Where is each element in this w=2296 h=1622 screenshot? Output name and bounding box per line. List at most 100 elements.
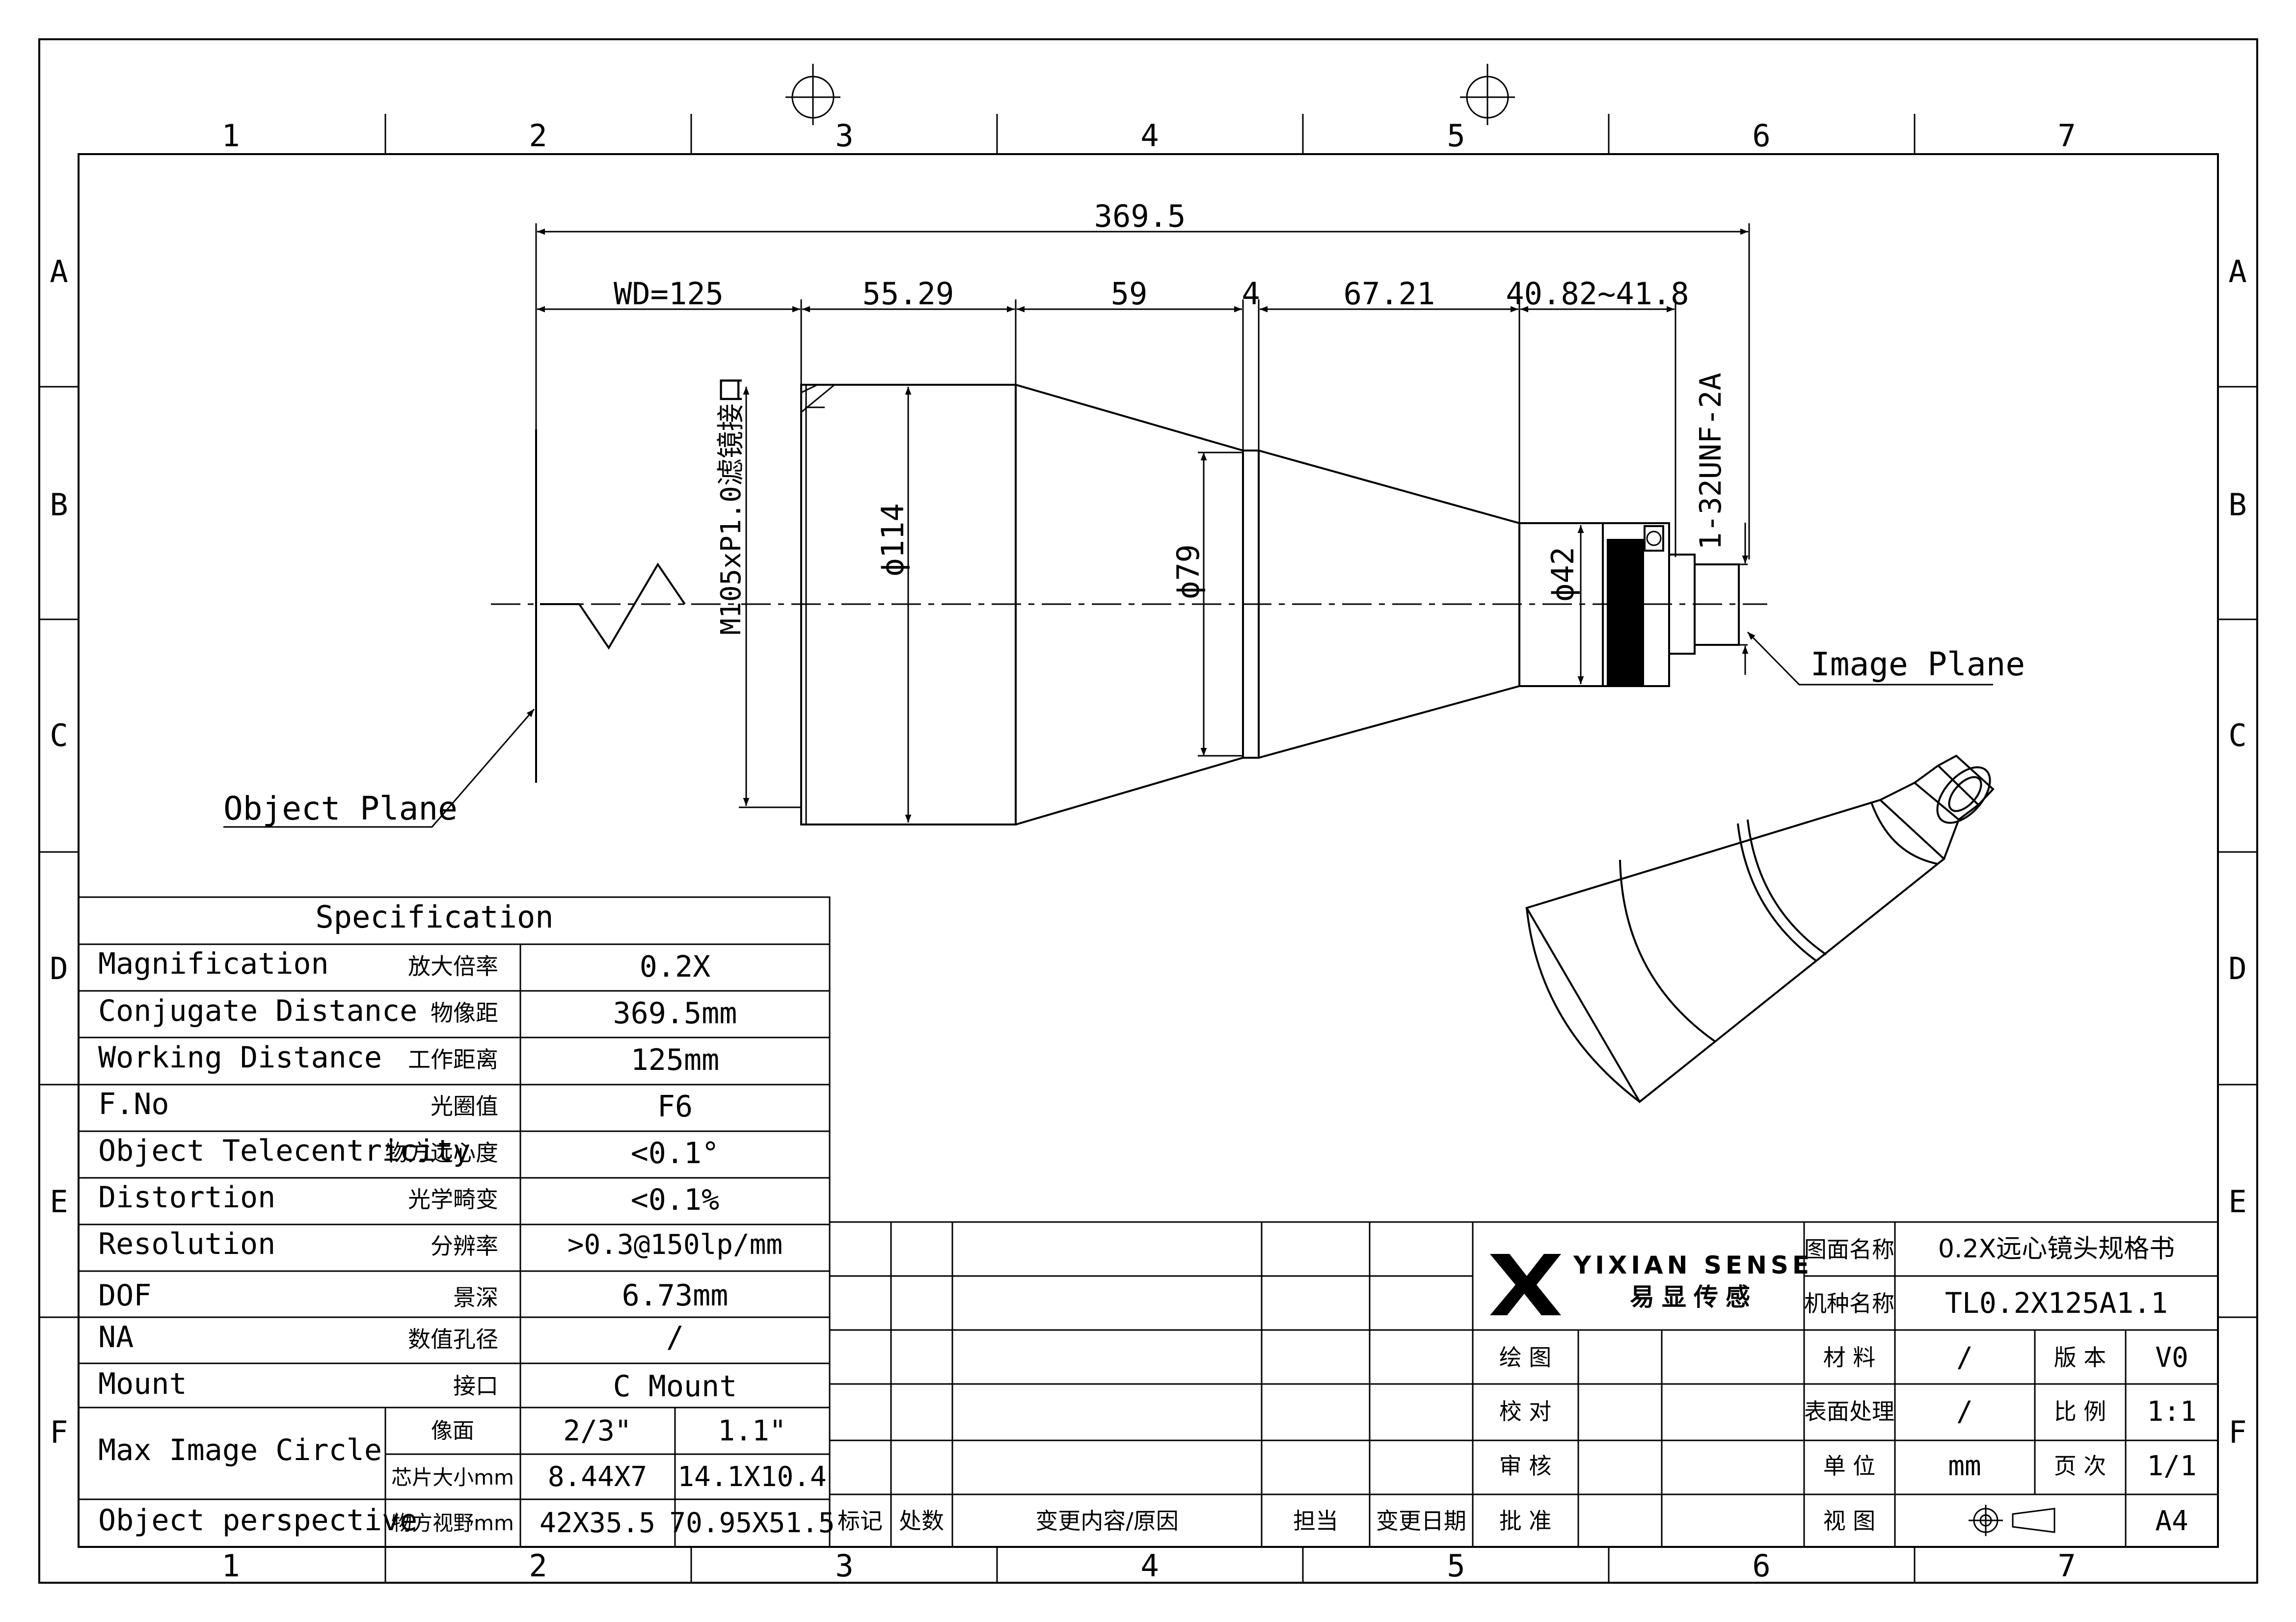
surface-label: 表面处理 [1804, 1398, 1894, 1425]
spec-value: / [666, 1320, 684, 1355]
svg-text:1: 1 [221, 118, 240, 154]
spec-cn-label: 数值孔径 [408, 1326, 498, 1353]
page-value: 1/1 [2147, 1450, 2196, 1482]
spec-value: >0.3@150lp/mm [567, 1229, 783, 1261]
spec-value: 0.2X [640, 950, 711, 984]
image-plane-label: Image Plane [1810, 645, 2025, 683]
surface-value: / [1956, 1396, 1973, 1428]
revision-headers: 标记 处数 变更内容/原因 担当 变更日期 [837, 1508, 1466, 1534]
material-value: / [1956, 1342, 1973, 1374]
dim-59: 59 [1111, 276, 1148, 312]
dim-working-distance: WD=125 [614, 276, 724, 312]
spec-en-label: Distortion [98, 1180, 275, 1215]
image-circle-value: 2/3" [563, 1414, 632, 1447]
spec-en-label: NA [98, 1320, 134, 1355]
dimension-lines [223, 223, 1993, 828]
spec-cn-label: 接口 [453, 1373, 498, 1399]
rear-thread-label: 1-32UNF-2A [1694, 372, 1728, 550]
dim-overall: 369.5 [1094, 198, 1186, 234]
paper-size: A4 [2155, 1505, 2188, 1537]
spec-cn-label: 工作距离 [408, 1046, 498, 1073]
svg-text:变更内容/原因: 变更内容/原因 [1035, 1508, 1179, 1534]
unit-value: mm [1948, 1450, 1981, 1482]
unit-label: 单 位 [1823, 1453, 1876, 1479]
svg-text:处数: 处数 [899, 1508, 944, 1534]
svg-text:D: D [50, 951, 68, 986]
object-perspective-cn: 物方视野mm [391, 1511, 514, 1535]
object-perspective-label: Object perspective [98, 1503, 417, 1538]
dim-dia-42: ϕ42 [1545, 547, 1581, 602]
spec-en-label: Working Distance [98, 1040, 382, 1075]
dim-dia-114: ϕ114 [875, 503, 911, 576]
svg-text:1: 1 [221, 1548, 240, 1584]
spec-en-label: Conjugate Distance [98, 994, 417, 1028]
version-value: V0 [2155, 1342, 2188, 1374]
sensor-size-value: 14.1X10.4 [677, 1461, 826, 1493]
dimension-texts: 369.5 WD=125 55.29 59 4 67.21 40.82~41.8… [223, 198, 2025, 827]
scale-value: 1:1 [2147, 1396, 2196, 1428]
sensor-size-cn: 芯片大小mm [391, 1465, 514, 1489]
spec-cn-label: 光学畸变 [408, 1186, 498, 1213]
spec-cn-label: 光圈值 [431, 1093, 498, 1119]
row-labels-left: A B C D E F [50, 254, 68, 1450]
title-block-grid [1473, 1221, 2218, 1547]
svg-text:变更日期: 变更日期 [1376, 1508, 1466, 1534]
column-labels-top: 1 2 3 4 5 6 7 [221, 118, 2076, 154]
spec-value: <0.1° [631, 1136, 720, 1170]
sensor-size-value: 8.44X7 [548, 1461, 647, 1493]
object-perspective-value: 70.95X51.5 [669, 1507, 835, 1539]
image-plane-cn: 像面 [431, 1418, 474, 1443]
spec-cn-label: 景深 [453, 1284, 498, 1311]
model-label: 机种名称 [1804, 1290, 1894, 1317]
svg-text:E: E [50, 1184, 68, 1220]
company-name-cn: 显 [1662, 1283, 1686, 1311]
spec-table: Specification Magnification 放大倍率 0.2X Co… [98, 899, 835, 1539]
svg-text:A: A [2228, 254, 2246, 290]
max-image-circle-label: Max Image Circle [98, 1433, 382, 1467]
title-block: 图面名称 0.2X远心镜头规格书 机种名称 TL0.2X125A1.1 材 料 … [1804, 1234, 2197, 1537]
svg-text:4: 4 [1140, 1548, 1159, 1584]
company-name-cn: 传 [1693, 1283, 1718, 1311]
logo-x-icon [1490, 1254, 1561, 1315]
revision-table-grid [830, 1221, 1474, 1547]
company-name-cn: 易 [1630, 1283, 1654, 1311]
spec-cn-label: 物方远心度 [385, 1140, 498, 1166]
approval-labels: 绘 图 校 对 审 核 批 准 [1499, 1344, 1552, 1534]
spec-title: Specification [315, 899, 553, 935]
spec-value: 369.5mm [613, 996, 737, 1031]
spec-value: 125mm [631, 1043, 720, 1077]
dim-4: 4 [1242, 276, 1260, 312]
sheet-frame [38, 38, 2258, 1584]
material-label: 材 料 [1823, 1344, 1876, 1371]
spec-cn-label: 放大倍率 [408, 953, 498, 980]
svg-text:5: 5 [1447, 118, 1465, 154]
svg-text:C: C [50, 718, 68, 753]
company-logo: YIXIAN SENSE 易 显 传 感 [1490, 1251, 1809, 1315]
spec-en-label: Resolution [98, 1227, 275, 1261]
spec-en-label: F.No [98, 1087, 169, 1121]
svg-text:C: C [2228, 718, 2246, 753]
svg-text:2: 2 [529, 118, 547, 154]
svg-text:7: 7 [2057, 118, 2076, 154]
dim-67: 67.21 [1344, 276, 1435, 312]
lens-side-view [491, 384, 1767, 825]
svg-text:2: 2 [529, 1548, 547, 1584]
spec-value: C Mount [613, 1369, 737, 1404]
svg-text:6: 6 [1752, 1548, 1770, 1584]
dim-40: 40.82~41.8 [1506, 276, 1689, 312]
svg-text:绘 图: 绘 图 [1499, 1344, 1552, 1371]
svg-text:3: 3 [835, 1548, 853, 1584]
company-name-cn: 感 [1726, 1283, 1750, 1311]
view-label: 视 图 [1823, 1508, 1876, 1534]
svg-text:3: 3 [835, 118, 853, 154]
svg-text:F: F [50, 1414, 68, 1450]
spec-value: F6 [657, 1090, 693, 1124]
object-plane-label: Object Plane [223, 790, 458, 827]
svg-text:7: 7 [2057, 1548, 2076, 1584]
svg-text:E: E [2228, 1184, 2246, 1220]
object-perspective-value: 42X35.5 [540, 1507, 655, 1539]
spec-en-label: Magnification [98, 947, 329, 981]
dim-dia-79: ϕ79 [1170, 544, 1206, 599]
front-thread-label: M105xP1.0滤镜接口 [715, 376, 747, 635]
